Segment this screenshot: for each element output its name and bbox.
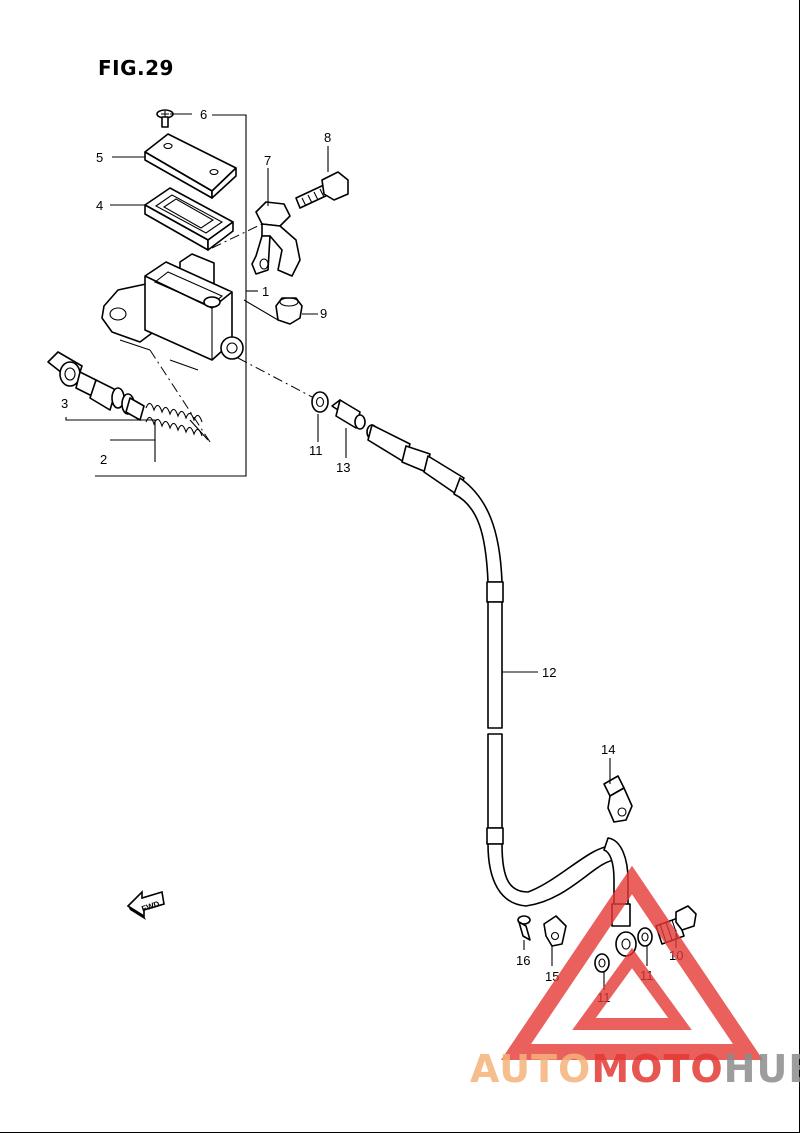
master-cylinder-body <box>101 253 244 371</box>
forward-direction-arrow: FWD <box>126 890 165 920</box>
centerline-screw <box>211 223 263 249</box>
wordmark-hub: HUB <box>724 1047 800 1091</box>
callout-label: 13 <box>336 460 350 475</box>
callout-label: 2 <box>100 452 107 467</box>
centerline-piston <box>149 349 211 443</box>
callout-label: 7 <box>264 153 271 168</box>
handlebar-clamp <box>251 168 301 277</box>
callout-label: 14 <box>601 742 615 757</box>
diaphragm <box>110 187 234 251</box>
callout-label: 1 <box>262 284 269 299</box>
automotohub-logo <box>500 865 764 1060</box>
hose-clamp-upper <box>603 758 633 823</box>
piston-assembly <box>47 351 209 441</box>
automotohub-wordmark: AUTOMOTOHUB <box>470 1047 800 1091</box>
washer-upper <box>311 391 329 442</box>
washer-lower-right <box>637 927 653 966</box>
callout-label: 12 <box>542 665 556 680</box>
callout-label: 4 <box>96 198 103 213</box>
callout-label: 9 <box>320 306 327 321</box>
callout-label: 3 <box>61 396 68 411</box>
callout-label: 16 <box>516 953 530 968</box>
callout-label: 8 <box>324 130 331 145</box>
callout-label: 11 <box>309 443 323 458</box>
banjo-bolt <box>331 399 366 458</box>
clamp-bolt <box>295 146 349 209</box>
reservoir-screw <box>156 109 192 128</box>
assembly-bracket <box>65 114 258 477</box>
callout-label: 6 <box>200 107 207 122</box>
centerline-outlet <box>237 357 315 399</box>
figure-title: FIG.29 <box>98 56 174 80</box>
wordmark-moto: MOTO <box>591 1047 723 1091</box>
reservoir-cap <box>112 133 237 199</box>
clutch-hose <box>366 424 637 957</box>
wordmark-auto: AUTO <box>470 1047 591 1091</box>
clamp-screw <box>517 915 531 950</box>
rubber-boot <box>243 297 318 325</box>
hose-clamp-lower <box>543 915 567 966</box>
callout-label: 5 <box>96 150 103 165</box>
